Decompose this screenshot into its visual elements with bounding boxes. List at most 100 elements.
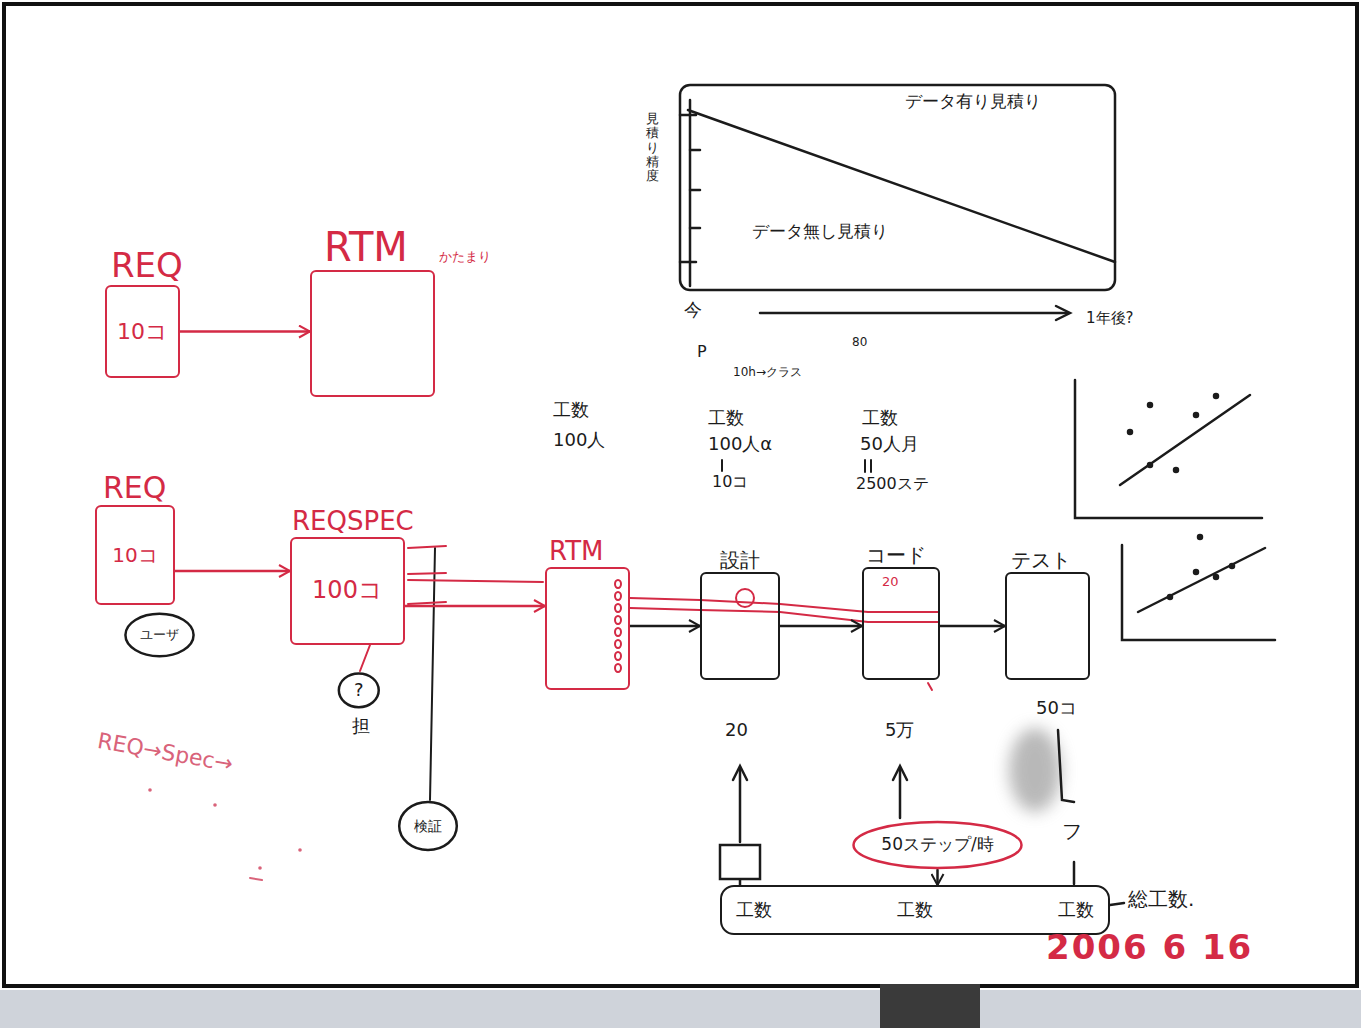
scatter-plot: [1075, 380, 1262, 518]
leader-line: [360, 645, 370, 671]
user-oval: ユーザ: [124, 612, 195, 658]
trace-dot: [615, 592, 621, 600]
flow-arrow: [936, 870, 939, 885]
flow-arrow: [940, 625, 1005, 628]
tick-mark: [408, 573, 446, 574]
data-dot: [1230, 564, 1234, 568]
arrow-head: [893, 766, 907, 780]
trace-line: [408, 580, 543, 582]
flow-arrow: [405, 605, 545, 608]
equal-mark: [870, 460, 872, 472]
note-label: 2500ステ: [856, 475, 929, 493]
estimate-chart: [680, 85, 1115, 320]
question-circle: ?: [338, 672, 380, 709]
regression-line: [1120, 395, 1250, 485]
data-dot: [1194, 570, 1198, 574]
trace-line: [630, 608, 938, 622]
note-label: 工数: [708, 408, 744, 429]
note-label: 50人月: [860, 434, 919, 455]
note-label: 80: [852, 336, 867, 350]
test-box: テスト: [1005, 572, 1090, 680]
box-heading: REQ: [111, 246, 183, 285]
box-heading: RTM: [549, 537, 604, 567]
rtm-box: RTM: [545, 567, 630, 690]
data-dot: [1174, 468, 1178, 472]
box-heading: REQ: [103, 471, 166, 506]
regression-line: [1138, 548, 1265, 612]
box-text: 50ステップ/時: [881, 835, 993, 855]
note-label: データ無し見積り: [752, 222, 888, 242]
faint-stroke: [250, 878, 262, 880]
box-heading: RTM: [324, 224, 408, 270]
data-dot: [1128, 430, 1132, 434]
flow-arrow: [180, 330, 310, 333]
trace-dot: [615, 640, 621, 648]
trace-marks: [148, 546, 938, 880]
equal-mark: [864, 460, 866, 472]
note-label: 5万: [885, 720, 914, 741]
box-text: 10コ: [112, 544, 157, 567]
trace-dot: [615, 652, 621, 660]
red-tick: [928, 683, 932, 690]
box-heading: コード: [866, 544, 926, 567]
trend-line: [688, 110, 1115, 262]
note-label: 1年後?: [1086, 310, 1134, 327]
spec-box: REQSPEC100コ: [290, 537, 405, 645]
leader-line: [1110, 903, 1124, 905]
flow-arrow: [780, 625, 862, 628]
arrow-head: [733, 766, 747, 780]
faint-dot: [258, 866, 262, 870]
oval-outline: [399, 802, 457, 850]
note-label: データ有り見積り: [905, 92, 1041, 112]
data-dot: [1198, 535, 1202, 539]
box-text: 検証: [414, 818, 442, 834]
arrow-head: [1056, 306, 1070, 320]
down-mark: [721, 460, 723, 471]
trace-dot: [615, 580, 621, 588]
eraser: [880, 984, 980, 1028]
down-line: [1073, 862, 1076, 884]
board-frame: [4, 4, 1357, 986]
requirement-box: REQ10コ: [105, 285, 180, 378]
axis-tick: [690, 189, 700, 192]
y-axis: [689, 100, 692, 286]
rate-oval: 50ステップ/時: [850, 820, 1025, 870]
rtm-box: RTMかたまり: [310, 270, 435, 397]
box-text: 20: [882, 575, 899, 590]
faint-dot: [148, 788, 152, 792]
box-text: ユーザ: [140, 628, 179, 643]
box-heading: REQSPEC: [292, 507, 414, 537]
note-label: 10コ: [712, 473, 748, 491]
axis-tick: [680, 261, 696, 264]
requirement-box: REQ10コ: [95, 505, 175, 605]
axis-tick: [680, 114, 696, 117]
date-stamp: 2006 6 16: [1046, 928, 1253, 967]
flow-arrow: [175, 570, 290, 573]
note-label: 今: [684, 300, 702, 321]
down-line: [1058, 730, 1074, 802]
up-arrow: [739, 768, 742, 842]
oval-outline: [339, 673, 379, 707]
data-dot: [1194, 413, 1198, 417]
small-box: [720, 845, 760, 879]
oval-outline: [125, 614, 193, 656]
data-dot: [1148, 463, 1152, 467]
note-label: P: [697, 343, 707, 361]
erased-smudge: [1009, 728, 1061, 812]
oval-outline: [854, 822, 1022, 868]
trace-dot: [615, 616, 621, 624]
trace-circle: [736, 589, 754, 607]
box-text: ?: [354, 680, 364, 701]
design-box: 設計: [700, 572, 780, 680]
trace-dot: [615, 628, 621, 636]
effort-arrows: [720, 460, 1124, 905]
box-text: 工数: [897, 900, 933, 921]
trace-dot: [615, 664, 621, 672]
box-text: 工数: [736, 900, 772, 921]
note-label: 10h→クラス: [733, 366, 802, 380]
box-heading: 設計: [720, 549, 760, 572]
note-label: 工数: [862, 408, 898, 429]
faint-dot: [298, 848, 302, 852]
